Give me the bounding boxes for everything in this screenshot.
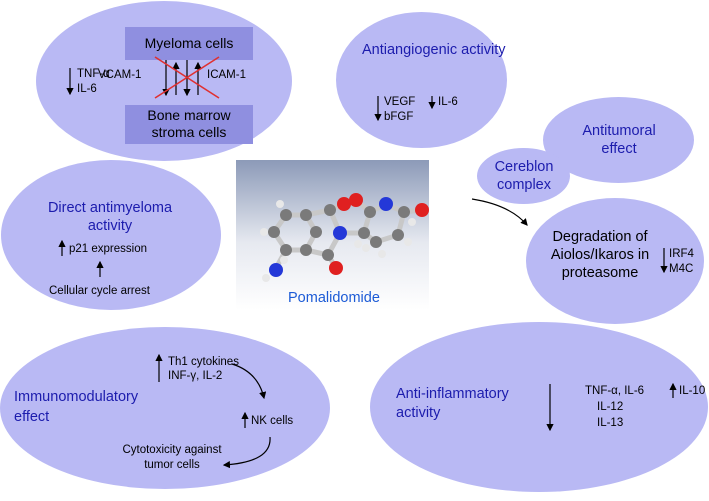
cytotox-line2: tumor cells [144,459,200,471]
cross-line-2 [154,56,220,99]
cereblon-ellipse [477,148,570,204]
antiangiogenic-ellipse [336,12,507,148]
antitumoral-title: Antitumoral effect [582,123,656,157]
degradation-ellipse [526,198,704,324]
vegf-label: VEGF [384,96,416,108]
il12-label: IL-12 [597,401,624,413]
nk-cells-label: NK cells [251,415,294,427]
th1-label: Th1 cytokines [168,356,239,368]
p21-label: p21 expression [69,243,147,255]
immuno-ellipse [0,327,330,489]
immuno-title: Immunomodulatory effect [14,389,139,425]
direct-title: Direct antimyeloma activity [47,200,173,234]
icam-label: ICAM-1 [207,69,246,81]
pomalidomide-structure [260,193,429,282]
cereblon-title: Cereblon complex [494,159,554,193]
il6-label: IL-6 [77,83,97,95]
th1-to-nk-arrow [231,363,267,400]
il10-label: IL-10 [679,385,706,397]
cereblon-to-degradation-arrow [471,198,528,226]
m4c-label: M4C [669,263,694,275]
pomalidomide-caption: Pomalidomide [288,290,380,306]
tnf-label: TNF-α [77,68,110,80]
antiinflam-ellipse [370,322,708,492]
direct-ellipse [1,160,221,310]
bfgf-label: bFGF [384,111,414,123]
myeloma-cells-box: Myeloma cells [125,27,253,60]
vcam-label: VCAM-1 [98,69,142,81]
degradation-title: Degradation of Aiolos/Ikaros in proteaso… [550,229,650,281]
infg-label: INF-γ, IL-2 [168,370,223,382]
antiinflam-title: Anti-inflammatory activity [396,386,509,421]
cycle-arrest-label: Cellular cycle arrest [49,285,150,297]
stroma-cells-box: Bone marrow stroma cells [125,105,253,144]
irf4-label: IRF4 [669,248,694,260]
nk-to-cytotox-arrow [222,436,271,469]
il13-label: IL-13 [597,417,624,429]
tnf-il6-label: TNF-α, IL-6 [585,385,645,397]
il6-angio-label: IL-6 [438,96,458,108]
cytotox-line1: Cytotoxicity against [122,444,222,456]
molecule-image [236,160,429,310]
antiangiogenic-title: Antiangiogenic activity [362,42,506,58]
